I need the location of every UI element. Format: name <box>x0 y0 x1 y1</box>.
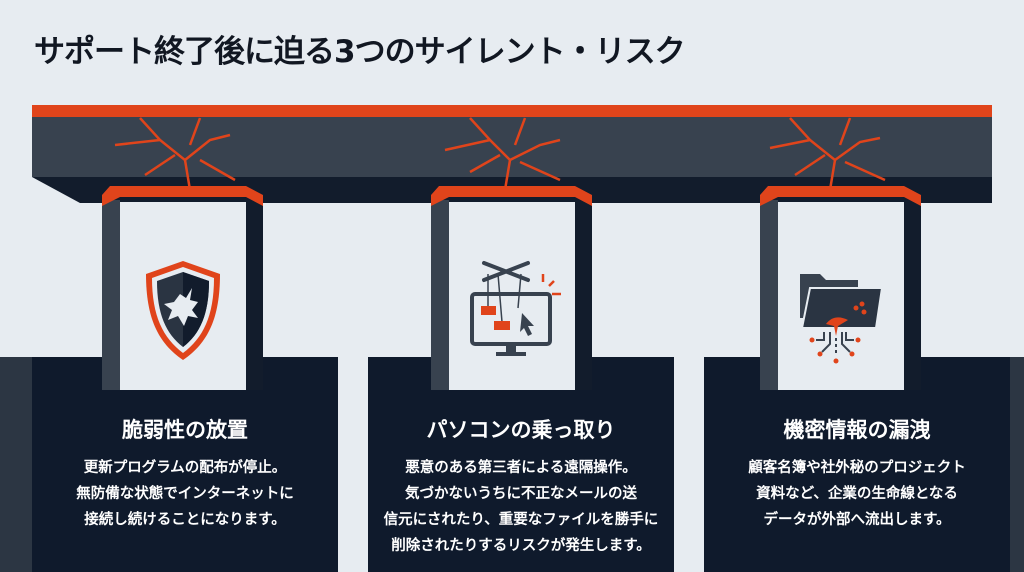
risk-card-2: パソコンの乗っ取り 悪意のある第三者による遠隔操作。 気づかないうちに不正なメー… <box>368 0 674 572</box>
risk-description: 悪意のある第三者による遠隔操作。 気づかないうちに不正なメールの送 信元にされた… <box>368 455 674 559</box>
left-base <box>0 357 32 572</box>
description-line: 削除されたりするリスクが発生します。 <box>391 538 651 554</box>
description-line: 資料など、企業の生命線となる <box>756 486 958 502</box>
risk-description: 顧客名簿や社外秘のプロジェクト 資料など、企業の生命線となる データが外部へ流出… <box>704 455 1010 533</box>
risk-card-3: 機密情報の漏洩 顧客名簿や社外秘のプロジェクト 資料など、企業の生命線となる デ… <box>704 0 1010 572</box>
description-line: 接続し続けることになります。 <box>84 512 286 528</box>
description-line: 悪意のある第三者による遠隔操作。 <box>405 460 637 476</box>
broken-shield-icon <box>146 261 220 360</box>
risk-heading: 機密情報の漏洩 <box>783 418 931 442</box>
risk-panel-2 <box>368 357 674 572</box>
description-line: 更新プログラムの配布が停止。 <box>83 460 287 476</box>
risk-panel-1 <box>32 357 338 572</box>
description-line: 気づかないうちに不正なメールの送 <box>405 486 637 502</box>
description-line: 無防備な状態でインターネットに <box>76 486 294 502</box>
description-line: データが外部へ流出します。 <box>763 512 951 528</box>
risk-panel-3 <box>704 357 1010 572</box>
risk-description: 更新プログラムの配布が停止。 無防備な状態でインターネットに 接続し続けることに… <box>32 455 338 533</box>
page-title: サポート終了後に迫る3つのサイレント・リスク <box>34 34 686 70</box>
risk-card-1: 脆弱性の放置 更新プログラムの配布が停止。 無防備な状態でインターネットに 接続… <box>32 0 338 572</box>
description-line: 顧客名簿や社外秘のプロジェクト <box>748 460 966 476</box>
leaking-folder-icon <box>800 274 884 364</box>
risk-heading: 脆弱性の放置 <box>122 418 248 442</box>
right-base <box>1010 357 1024 572</box>
description-line: 信元にされたり、重要なファイルを勝手に <box>383 512 659 528</box>
risk-heading: パソコンの乗っ取り <box>426 418 616 442</box>
crack-icon <box>114 117 886 191</box>
hijacked-computer-icon <box>470 261 561 356</box>
